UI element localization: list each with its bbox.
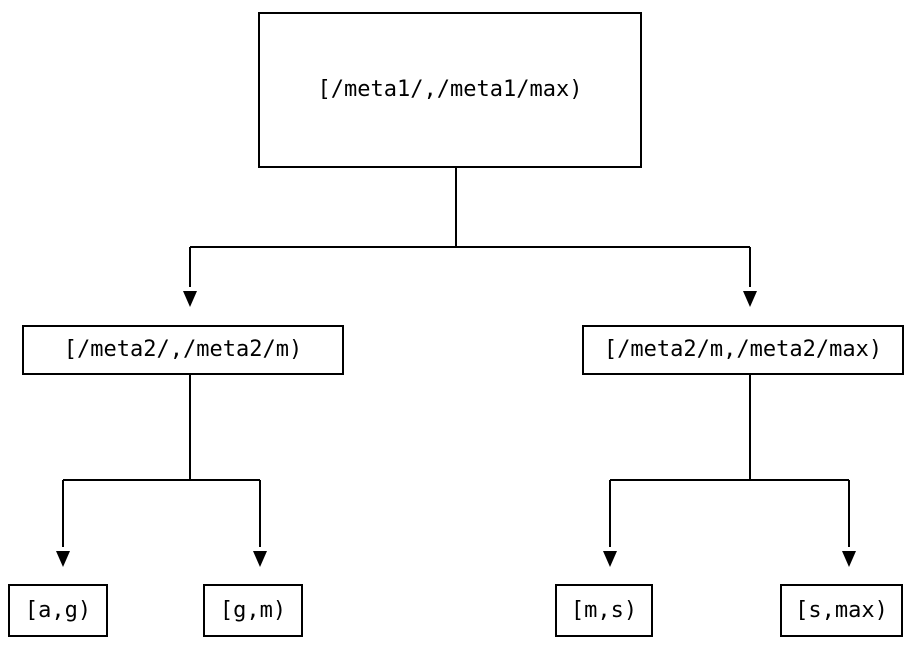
tree-node-a-g: [a,g) <box>8 584 108 637</box>
tree-node-meta2-low: [/meta2/,/meta2/m) <box>22 325 344 375</box>
arrowhead-icon <box>253 551 267 567</box>
arrowhead-icon <box>842 551 856 567</box>
arrowhead-icon <box>743 291 757 307</box>
arrowhead-icon <box>183 291 197 307</box>
tree-node-root: [/meta1/,/meta1/max) <box>258 12 642 168</box>
arrowhead-icon <box>603 551 617 567</box>
tree-node-g-m-label: [g,m) <box>219 597 287 623</box>
tree-node-m-s: [m,s) <box>555 584 653 637</box>
edge-meta2high-to-children <box>603 375 856 567</box>
edge-meta2low-to-children <box>56 375 267 567</box>
arrowhead-icon <box>56 551 70 567</box>
edge-root-to-children <box>183 168 757 307</box>
tree-node-g-m: [g,m) <box>203 584 303 637</box>
tree-node-root-label: [/meta1/,/meta1/max) <box>317 77 583 102</box>
tree-node-meta2-high: [/meta2/m,/meta2/max) <box>582 325 904 375</box>
tree-node-meta2-high-label: [/meta2/m,/meta2/max) <box>603 337 883 362</box>
tree-node-meta2-low-label: [/meta2/,/meta2/m) <box>63 337 303 362</box>
tree-node-m-s-label: [m,s) <box>570 597 638 623</box>
tree-node-s-max-label: [s,max) <box>795 597 888 623</box>
tree-node-a-g-label: [a,g) <box>24 597 92 623</box>
tree-node-s-max: [s,max) <box>780 584 903 637</box>
